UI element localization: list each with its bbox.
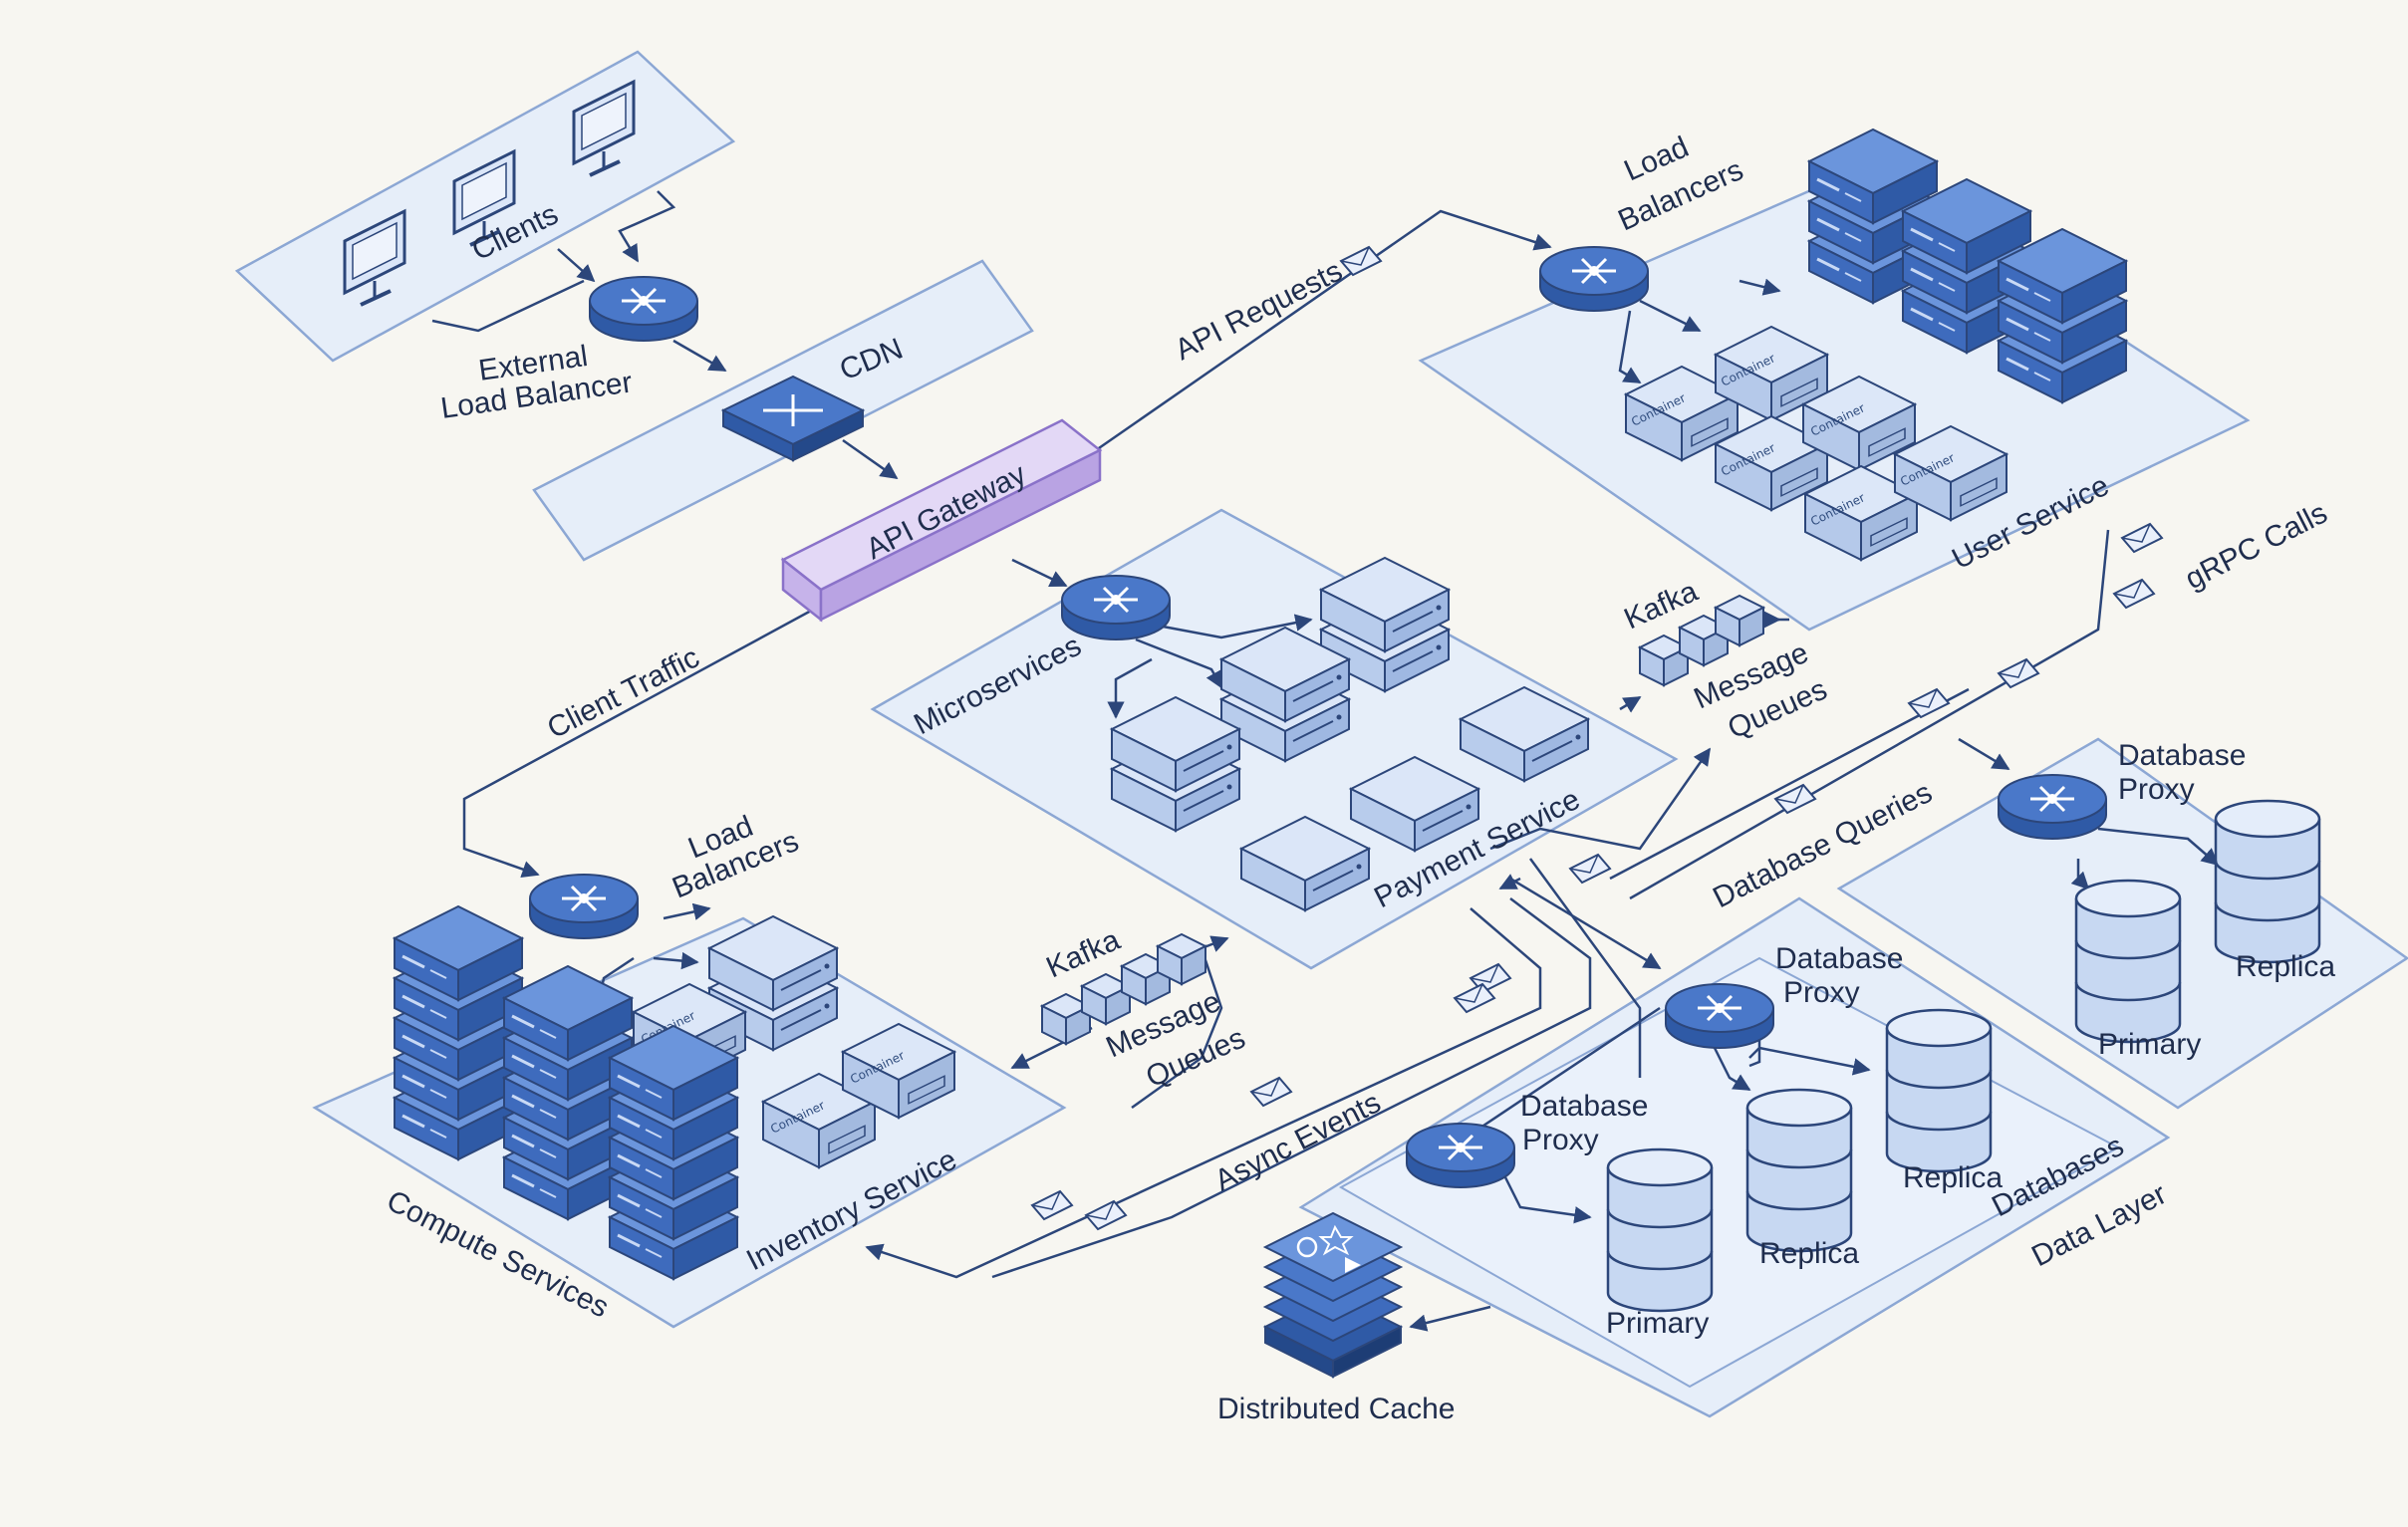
inventory-containers: Container Container Container	[633, 983, 955, 1168]
replica-left-label: Replica	[1759, 1237, 1859, 1270]
db-proxy-left-label-2: Proxy	[1522, 1124, 1599, 1156]
primary-right-label: Primary	[2098, 1028, 2201, 1061]
router-icon	[588, 275, 699, 343]
db-proxy-mid-label-1: Database	[1775, 942, 1903, 975]
cache-icon	[1262, 1211, 1404, 1379]
db-proxy-right-label-1: Database	[2118, 739, 2246, 772]
cdn-icon	[720, 375, 866, 462]
replica-right-label: Replica	[2236, 950, 2335, 983]
user-service-containers: Container Container Container Container …	[1625, 326, 2007, 561]
router-icon	[1997, 773, 2108, 841]
database-cylinder-icon	[1885, 1008, 1993, 1173]
replica-mid-label: Replica	[1903, 1161, 2003, 1194]
api-gateway[interactable]: API Gateway	[780, 418, 1103, 623]
router-icon	[1060, 574, 1172, 641]
kafka-bottom-label: Kafka	[1041, 923, 1125, 984]
database-cylinder-icon	[2074, 879, 2182, 1044]
api-requests-label: API Requests	[1170, 255, 1347, 368]
database-cylinder-icon	[1745, 1088, 1853, 1253]
router-icon	[1664, 982, 1775, 1050]
db-proxy-left-label-1: Database	[1520, 1090, 1648, 1123]
primary-left-label: Primary	[1606, 1307, 1709, 1340]
db-proxy-mid-label-2: Proxy	[1783, 976, 1860, 1009]
distributed-cache-label: Distributed Cache	[1217, 1393, 1455, 1425]
router-icon	[528, 873, 640, 940]
grpc-calls-label: gRPC Calls	[2180, 496, 2332, 596]
database-cylinder-icon	[1606, 1147, 1714, 1313]
database-cylinder-icon	[2214, 799, 2321, 964]
db-proxy-right-label-2: Proxy	[2118, 773, 2195, 806]
client-traffic-label: Client Traffic	[542, 640, 704, 745]
router-icon	[1405, 1122, 1516, 1189]
router-icon	[1538, 245, 1650, 313]
connectors	[431, 190, 2220, 1332]
